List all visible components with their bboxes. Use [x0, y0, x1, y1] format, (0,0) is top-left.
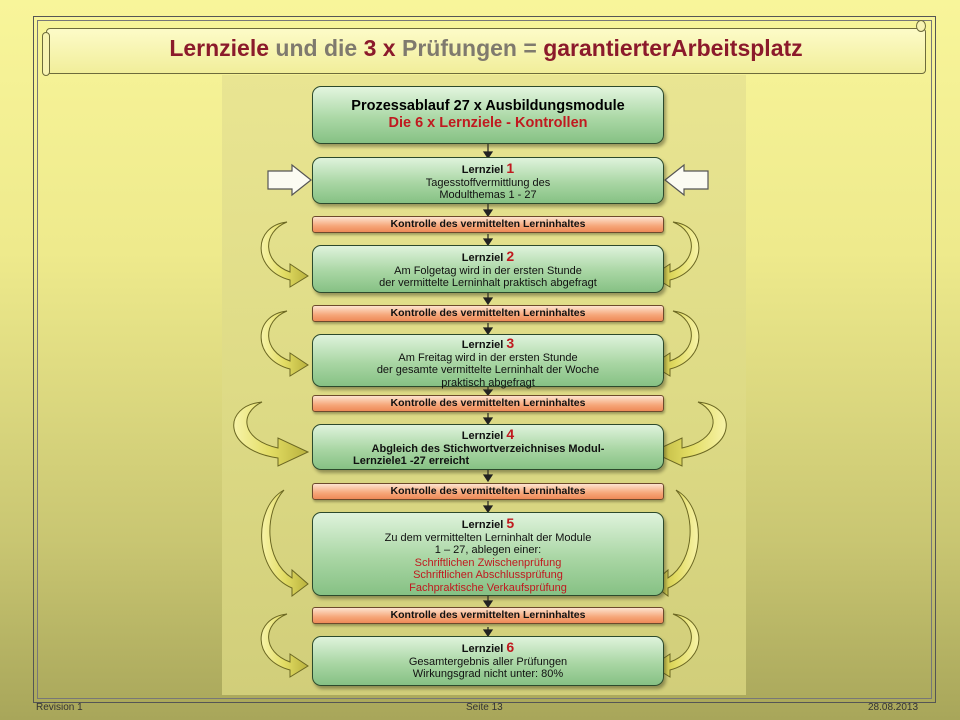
- control-bar-3: Kontrolle des vermittelten Lerninhaltes: [312, 395, 664, 412]
- footer-date: 28.08.2013: [868, 702, 919, 713]
- exam-line: Fachpraktische Verkaufsprüfung: [409, 581, 567, 594]
- control-bar-1: Kontrolle des vermittelten Lerninhaltes: [312, 216, 664, 233]
- title-part-pruefungen: Prüfungen =: [395, 35, 544, 61]
- block-arrow-left: [267, 163, 312, 197]
- header-box-line1: Prozessablauf 27 x Ausbildungsmodule: [351, 98, 625, 114]
- step-text-line: Am Folgetag wird in der ersten Stunde: [394, 264, 582, 277]
- lernziel-number: 1: [506, 160, 515, 176]
- lernziel-label: Lernziel: [461, 339, 504, 351]
- step-text-line: Tagesstoffvermittlung des: [425, 176, 551, 189]
- step-text-line: 1 – 27, ablegen einer:: [434, 544, 542, 556]
- control-bar-4: Kontrolle des vermittelten Lerninhaltes: [312, 483, 664, 500]
- exam-line: Schriftlichen Abschlussprüfung: [413, 569, 563, 581]
- header-box-line2: Die 6 x Lernziele - Kontrollen: [388, 115, 588, 131]
- title-part-und-die: und die: [269, 35, 364, 61]
- lernziel-label: Lernziel: [461, 430, 504, 442]
- lernziel-number: 5: [506, 515, 515, 531]
- lernziel-number: 4: [506, 426, 515, 442]
- lernziel-label: Lernziel: [461, 519, 504, 531]
- scroll-curl-left: [42, 32, 50, 76]
- exam-line: Schriftlichen Zwischenprüfung: [414, 556, 562, 569]
- lernziel-number: 2: [506, 248, 515, 264]
- lernziel-number: 3: [506, 335, 515, 351]
- lernziel-number: 6: [506, 639, 515, 655]
- control-bar-5: Kontrolle des vermittelten Lerninhaltes: [312, 607, 664, 624]
- footer-revision: Revision 1: [36, 702, 83, 713]
- title-part-3x: 3 x: [363, 35, 396, 61]
- step-text-line: Lernziele1 -27 erreicht: [353, 455, 470, 467]
- curved-arrows-left: [233, 221, 310, 678]
- process-header-box: Prozessablauf 27 x Ausbildungsmodule Die…: [312, 86, 664, 144]
- title-scroll-banner: [46, 28, 926, 74]
- lernziel-label: Lernziel: [461, 164, 504, 176]
- step-text-line: Gesamtergebnis aller Prüfungen: [408, 655, 568, 668]
- step-text-line: Modulthemas 1 - 27: [439, 189, 537, 201]
- lernziel-box-3: Lernziel 3 Am Freitag wird in der ersten…: [312, 334, 664, 389]
- step-text-line: Wirkungsgrad nicht unter: 80%: [412, 668, 564, 680]
- connector-arrows: [482, 144, 494, 638]
- step-text-line: Zu dem vermittelten Lerninhalt der Modul…: [384, 531, 592, 544]
- lernziel-label: Lernziel: [461, 643, 504, 655]
- scroll-curl-right: [916, 20, 926, 32]
- title-part-lernziele: Lernziele: [169, 35, 270, 61]
- step-text-line: praktisch abgefragt: [441, 376, 535, 389]
- lernziel-label: Lernziel: [461, 252, 504, 264]
- lernziel-box-6: Lernziel 6 Gesamtergebnis aller Prüfunge…: [312, 636, 664, 686]
- slide-frame-outer: [33, 16, 936, 703]
- title-part-arbeitsplatz: garantierterArbeitsplatz: [543, 35, 803, 61]
- lernziel-box-2: Lernziel 2 Am Folgetag wird in der erste…: [312, 245, 664, 293]
- control-bar-2: Kontrolle des vermittelten Lerninhaltes: [312, 305, 664, 322]
- lernziel-box-1: Lernziel 1 Tagesstoffvermittlung des Mod…: [312, 157, 664, 204]
- slide-title: Lernziele und die 3 x Prüfungen = garant…: [46, 35, 926, 62]
- lernziel-box-5: Lernziel 5 Zu dem vermittelten Lerninhal…: [312, 512, 664, 596]
- step-text-line: der vermittelte Lerninhalt praktisch abg…: [379, 277, 597, 289]
- step-text-line: der gesamte vermittelte Lerninhalt der W…: [376, 364, 600, 376]
- slide-frame-inner: [37, 20, 932, 699]
- lernziel-box-4: Lernziel 4 Abgleich des Stichwortverzeic…: [312, 424, 664, 470]
- step-text-line: Abgleich des Stichwortverzeichnises Modu…: [371, 442, 605, 455]
- step-text-line: Am Freitag wird in der ersten Stunde: [398, 351, 578, 364]
- block-arrow-right: [664, 163, 709, 197]
- footer-page: Seite 13: [466, 702, 503, 713]
